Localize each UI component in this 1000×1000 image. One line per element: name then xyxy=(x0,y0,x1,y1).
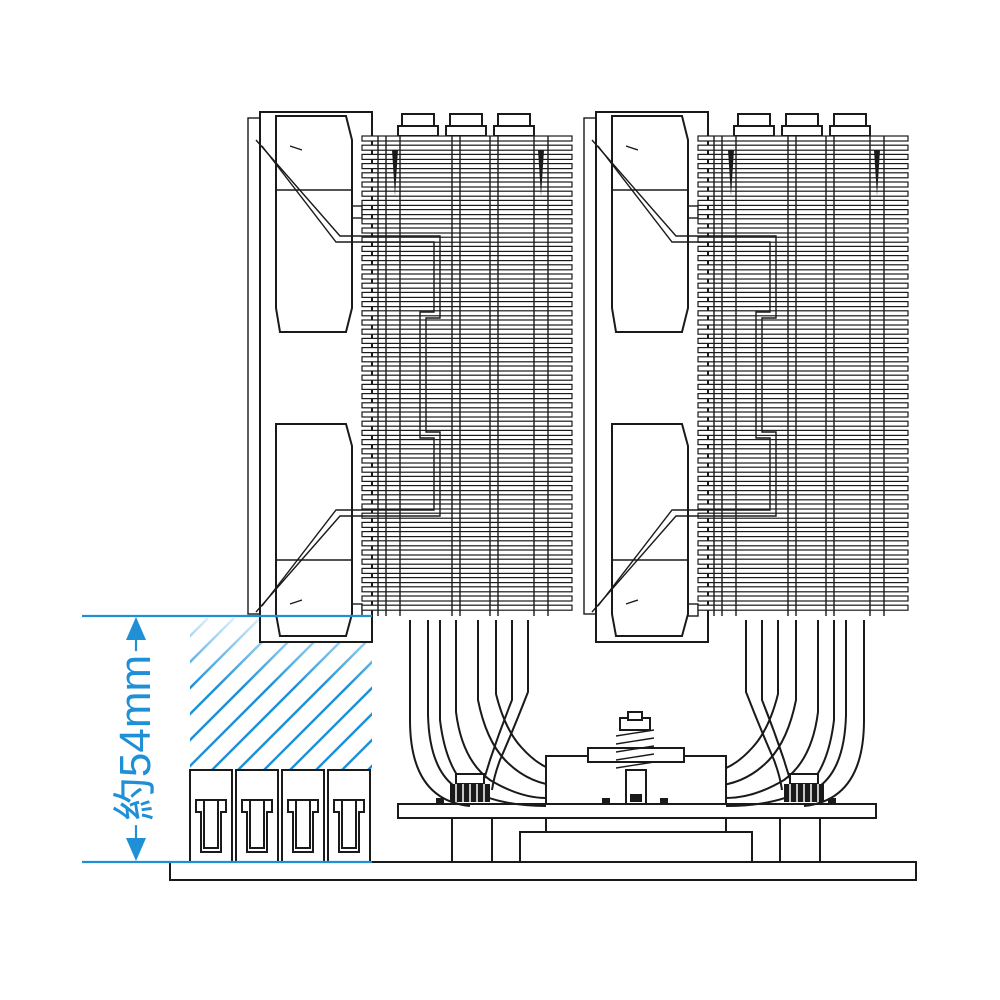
mounting-bracket xyxy=(397,803,877,863)
memory-modules xyxy=(189,769,371,863)
cooling-fan xyxy=(247,111,373,643)
memory-module xyxy=(327,769,371,863)
fan-clip-wire xyxy=(591,139,777,613)
clearance-height-label: 約54mm xyxy=(111,650,160,826)
heatsink-tower-right xyxy=(583,111,909,643)
memory-module xyxy=(235,769,279,863)
heatsink-fins xyxy=(361,135,573,616)
heatsink-fins xyxy=(697,135,909,616)
right-thumb-nut xyxy=(784,773,824,802)
memory-clearance-zone xyxy=(190,618,372,770)
memory-module xyxy=(281,769,325,863)
motherboard xyxy=(169,861,917,881)
fan-clip-wire xyxy=(255,139,441,613)
left-thumb-nut xyxy=(450,773,490,802)
cooling-fan xyxy=(583,111,709,643)
heatsink-tower-left xyxy=(247,111,573,643)
spring-screw xyxy=(615,711,655,769)
memory-module xyxy=(189,769,233,863)
cpu-base-block xyxy=(545,747,727,805)
